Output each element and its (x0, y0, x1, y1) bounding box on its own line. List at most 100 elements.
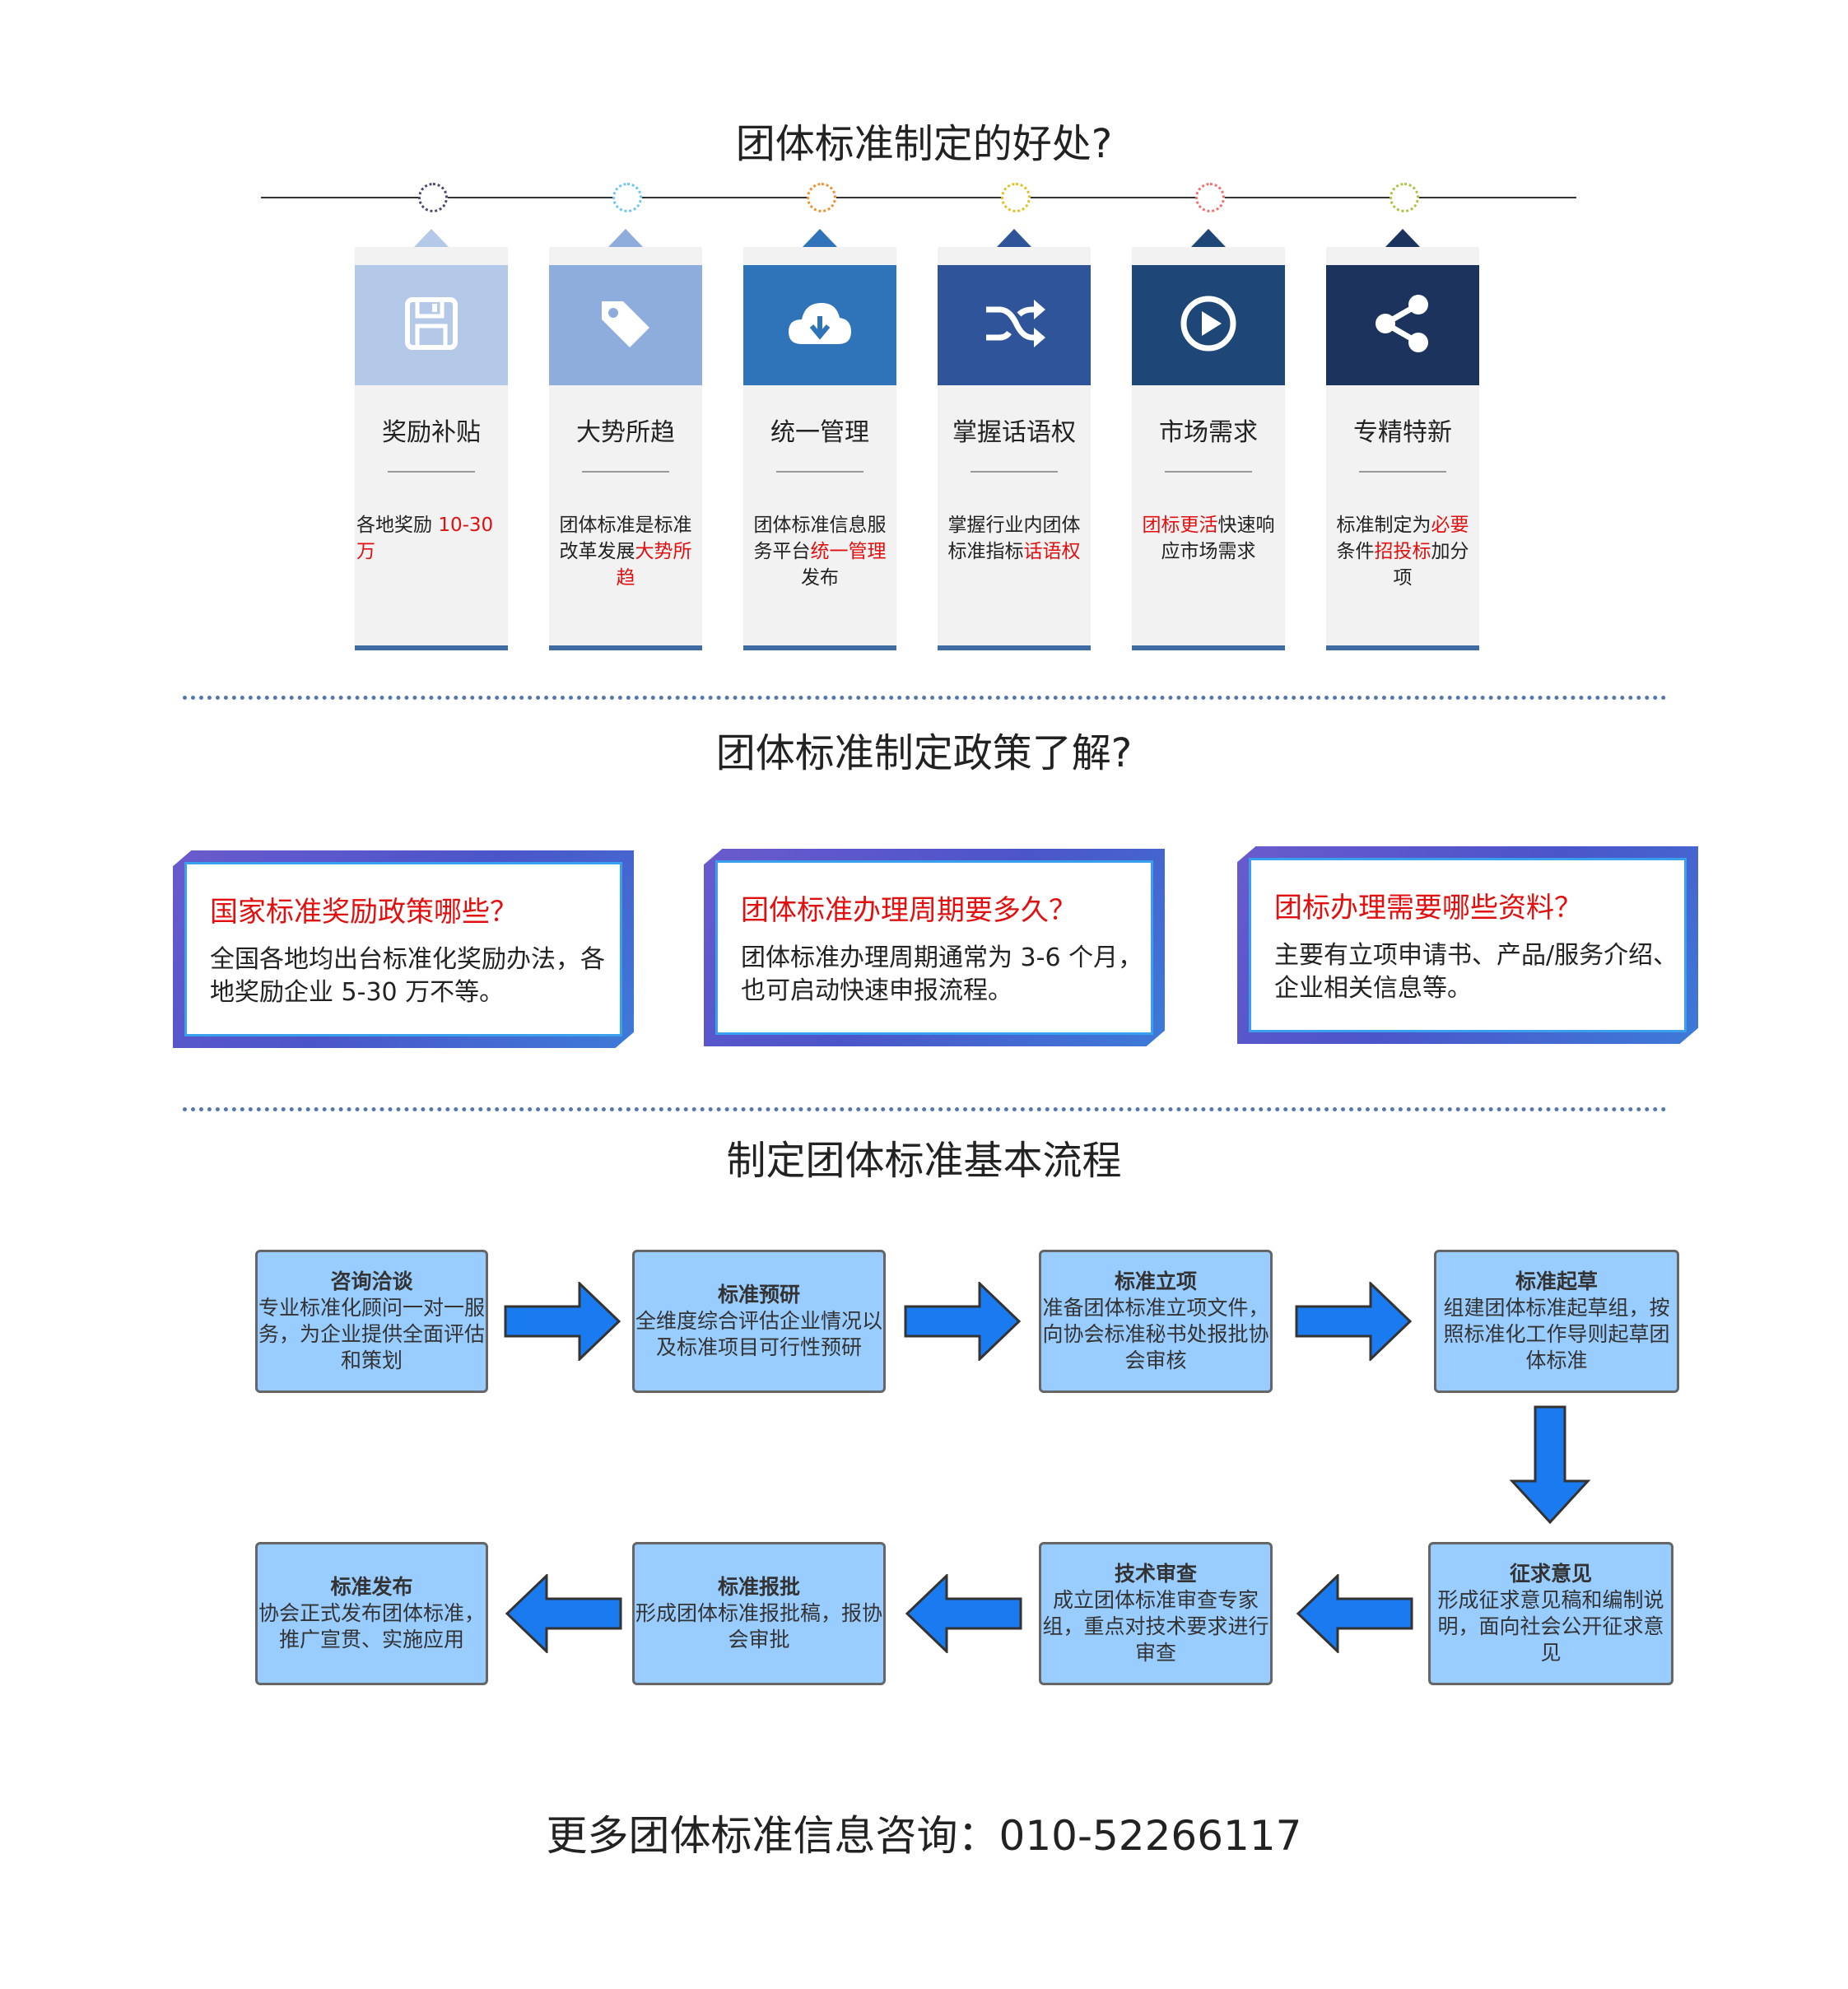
flow-step-text: 专业标准化顾问一对一服务，为企业提供全面评估和策划 (258, 1296, 485, 1372)
policy-answer: 团体标准办理周期通常为 3-6 个月，也可启动快速申报流程。 (741, 943, 1143, 1005)
benefit-card: 奖励补贴各地奖励 10-30 万 (355, 229, 508, 650)
flow-step-publish: 标准发布 协会正式发布团体标准，推广宣贯、实施应用 (255, 1542, 488, 1685)
benefit-card: 掌握话语权掌握行业内团体标准指标话语权 (938, 229, 1091, 650)
highlight-text: 团标更活 (1142, 515, 1218, 536)
policy-box-inner: 国家标准奖励政策哪些？ 全国各地均出台标准化奖励办法，各地奖励企业 5-30 万… (184, 862, 622, 1036)
floppy-disk-icon (403, 295, 460, 356)
section-divider (183, 696, 1667, 700)
benefit-card: 大势所趋团体标准是标准改革发展大势所趋 (549, 229, 702, 650)
card-divider (971, 471, 1058, 473)
flow-title: 制定团体标准基本流程 (726, 1138, 1122, 1184)
play-circle-icon (1178, 293, 1239, 357)
policy-question: 团体标准办理周期要多久？ (741, 894, 1077, 927)
contact-info: 更多团体标准信息咨询：010-52266117 (546, 1812, 1302, 1860)
flow-step-text: 形成团体标准报批稿，报协会审批 (635, 1601, 882, 1651)
flow-step-title: 标准立项 (1114, 1269, 1197, 1293)
flow-step-title: 标准发布 (330, 1575, 413, 1599)
flow-step-review: 技术审查 成立团体标准审查专家组，重点对技术要求进行审查 (1039, 1542, 1273, 1685)
policy-answer: 主要有立项申请书、产品/服务介绍、企业相关信息等。 (1274, 941, 1678, 1003)
timeline-dot (418, 183, 448, 212)
card-header (355, 265, 508, 385)
description-text: 团体标准是标准改革发展 (559, 515, 692, 562)
flow-step-approval: 标准立项 准备团体标准立项文件，向协会标准秘书处报批协会审核 (1039, 1250, 1273, 1393)
card-bottom-bar (1326, 645, 1479, 650)
card-notch (997, 229, 1031, 247)
timeline-dot (1195, 183, 1225, 212)
flow-step-title: 咨询洽谈 (330, 1269, 413, 1293)
card-description: 团体标准信息服务平台统一管理发布 (748, 512, 891, 591)
description-text: 条件 (1336, 541, 1375, 562)
benefit-card: 专精特新标准制定为必要条件招投标加分项 (1326, 229, 1479, 650)
flow-step-text: 组建团体标准起草组，按照标准化工作导则起草团体标准 (1443, 1296, 1670, 1372)
benefits-title: 团体标准制定的好处? (735, 121, 1113, 167)
timeline-line (261, 197, 1576, 198)
card-description: 各地奖励 10-30 万 (356, 512, 500, 565)
section-divider (183, 1107, 1667, 1111)
description-text: 快速响应市场需求 (1161, 515, 1275, 562)
highlight-text: 话语权 (1023, 541, 1081, 562)
card-bottom-bar (549, 645, 702, 650)
card-description: 团体标准是标准改革发展大势所趋 (554, 512, 697, 591)
flow-step-drafting: 标准起草 组建团体标准起草组，按照标准化工作导则起草团体标准 (1434, 1250, 1679, 1393)
arrow-right-icon (504, 1282, 621, 1361)
benefit-card: 市场需求团标更活快速响应市场需求 (1132, 229, 1285, 650)
flow-step-text: 准备团体标准立项文件，向协会标准秘书处报批协会审核 (1042, 1296, 1269, 1372)
policy-box-1: 国家标准奖励政策哪些？ 全国各地均出台标准化奖励办法，各地奖励企业 5-30 万… (173, 850, 634, 1048)
arrow-down-icon (1509, 1405, 1591, 1525)
cloud-download-icon (785, 295, 854, 356)
card-title: 统一管理 (770, 418, 869, 447)
highlight-text: 必要 (1431, 515, 1469, 536)
card-description: 掌握行业内团体标准指标话语权 (943, 512, 1086, 565)
arrow-left-icon (905, 1574, 1022, 1653)
flow-step-preresearch: 标准预研 全维度综合评估企业情况以及标准项目可行性预研 (632, 1250, 886, 1393)
card-notch (803, 229, 837, 247)
flow-step-title: 征求意见 (1509, 1562, 1592, 1586)
card-header (743, 265, 896, 385)
card-title: 大势所趋 (576, 418, 675, 447)
policy-question: 团标办理需要哪些资料？ (1274, 892, 1582, 925)
flow-step-title: 技术审查 (1114, 1562, 1197, 1586)
card-description: 标准制定为必要条件招投标加分项 (1331, 512, 1474, 591)
flow-step-text: 全维度综合评估企业情况以及标准项目可行性预研 (635, 1309, 882, 1359)
card-notch (1191, 229, 1226, 247)
card-divider (582, 471, 669, 473)
highlight-text: 招投标 (1374, 541, 1431, 562)
flow-step-title: 标准报批 (717, 1575, 800, 1599)
arrow-left-icon (505, 1574, 622, 1653)
policy-box-3: 团标办理需要哪些资料？ 主要有立项申请书、产品/服务介绍、企业相关信息等。 (1237, 846, 1698, 1044)
card-header (549, 265, 702, 385)
flow-step-title: 标准起草 (1515, 1269, 1598, 1293)
card-bottom-bar (1132, 645, 1285, 650)
arrow-right-icon (1295, 1282, 1413, 1361)
timeline-dot (807, 183, 836, 212)
description-text: 掌握行业内团体标准指标 (947, 515, 1081, 562)
tag-icon (597, 295, 654, 356)
card-notch (414, 229, 449, 247)
card-divider (1359, 471, 1446, 473)
policy-box-inner: 团体标准办理周期要多久？ 团体标准办理周期通常为 3-6 个月，也可启动快速申报… (715, 860, 1153, 1035)
policy-box-inner: 团标办理需要哪些资料？ 主要有立项申请书、产品/服务介绍、企业相关信息等。 (1249, 858, 1687, 1032)
description-text: 发布 (801, 567, 839, 589)
flow-step-text: 成立团体标准审查专家组，重点对技术要求进行审查 (1042, 1588, 1269, 1665)
flow-step-consult: 咨询洽谈 专业标准化顾问一对一服务，为企业提供全面评估和策划 (255, 1250, 488, 1393)
flow-step-comments: 征求意见 形成征求意见稿和编制说明，面向社会公开征求意见 (1428, 1542, 1673, 1685)
highlight-text: 大势所趋 (616, 541, 692, 589)
card-title: 奖励补贴 (382, 418, 481, 447)
card-bottom-bar (355, 645, 508, 650)
policy-box-2: 团体标准办理周期要多久？ 团体标准办理周期通常为 3-6 个月，也可启动快速申报… (704, 849, 1165, 1046)
benefit-card: 统一管理团体标准信息服务平台统一管理发布 (743, 229, 896, 650)
card-notch (1385, 229, 1420, 247)
card-description: 团标更活快速响应市场需求 (1137, 512, 1280, 565)
description-text: 加分项 (1393, 541, 1469, 589)
card-divider (776, 471, 863, 473)
flow-step-submit: 标准报批 形成团体标准报批稿，报协会审批 (632, 1542, 886, 1685)
arrow-right-icon (904, 1282, 1022, 1361)
timeline-dot (612, 183, 642, 212)
flow-step-text: 协会正式发布团体标准，推广宣贯、实施应用 (258, 1601, 485, 1651)
card-bottom-bar (743, 645, 896, 650)
highlight-text: 10-30 万 (356, 515, 494, 562)
arrow-left-icon (1296, 1574, 1413, 1653)
policy-question: 国家标准奖励政策哪些？ (210, 896, 518, 929)
timeline-dot (1001, 183, 1031, 212)
description-text: 各地奖励 (356, 515, 439, 536)
